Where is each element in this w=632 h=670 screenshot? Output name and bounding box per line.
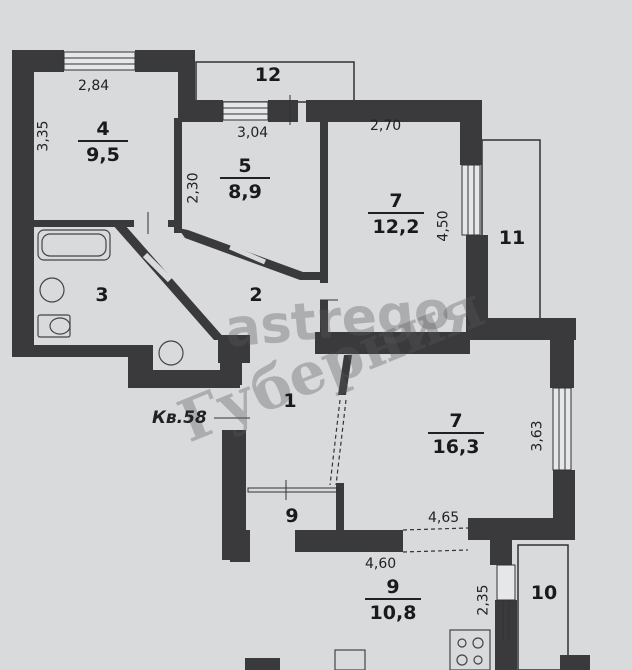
- room-2-number: 2: [249, 284, 263, 306]
- dim-room9b-width: 4,60: [365, 556, 397, 572]
- room-7a-number: 7: [389, 190, 403, 212]
- room-7b-number: 7: [449, 410, 463, 432]
- room-12-number: 12: [254, 64, 282, 86]
- room-9-closet-number: 9: [285, 505, 299, 527]
- room-1-number: 1: [283, 390, 297, 412]
- room-5-area: 8,9: [220, 177, 270, 203]
- room-7a-area: 12,2: [368, 212, 424, 238]
- room-9b-number: 9: [386, 576, 400, 598]
- room-7b-area: 16,3: [428, 432, 484, 458]
- room-10-number: 10: [530, 582, 558, 604]
- dim-room5-width: 3,04: [237, 125, 269, 141]
- room-7-living: 7 16,3: [428, 410, 484, 458]
- dim-room7a-width: 2,70: [370, 118, 402, 134]
- dim-room7b-height: 3,63: [529, 420, 546, 452]
- room-4: 4 9,5: [78, 118, 128, 166]
- dim-room7a-height: 4,50: [435, 210, 452, 242]
- apartment-label: Кв.58: [152, 408, 207, 428]
- room-9-kitchen: 9 10,8: [365, 576, 421, 624]
- room-5: 5 8,9: [220, 155, 270, 203]
- room-11-number: 11: [498, 227, 526, 249]
- dim-room4-height: 3,35: [35, 120, 52, 152]
- room-5-number: 5: [238, 155, 252, 177]
- room-4-number: 4: [96, 118, 110, 140]
- room-3-number: 3: [95, 284, 109, 306]
- room-4-area: 9,5: [78, 140, 128, 166]
- dim-room5-height: 2,30: [185, 172, 202, 204]
- dim-room7b-width: 4,65: [428, 510, 460, 526]
- dim-room9b-height: 2,35: [475, 584, 492, 616]
- room-7-bedroom: 7 12,2: [368, 190, 424, 238]
- dim-room4-width: 2,84: [78, 78, 110, 94]
- room-9b-area: 10,8: [365, 598, 421, 624]
